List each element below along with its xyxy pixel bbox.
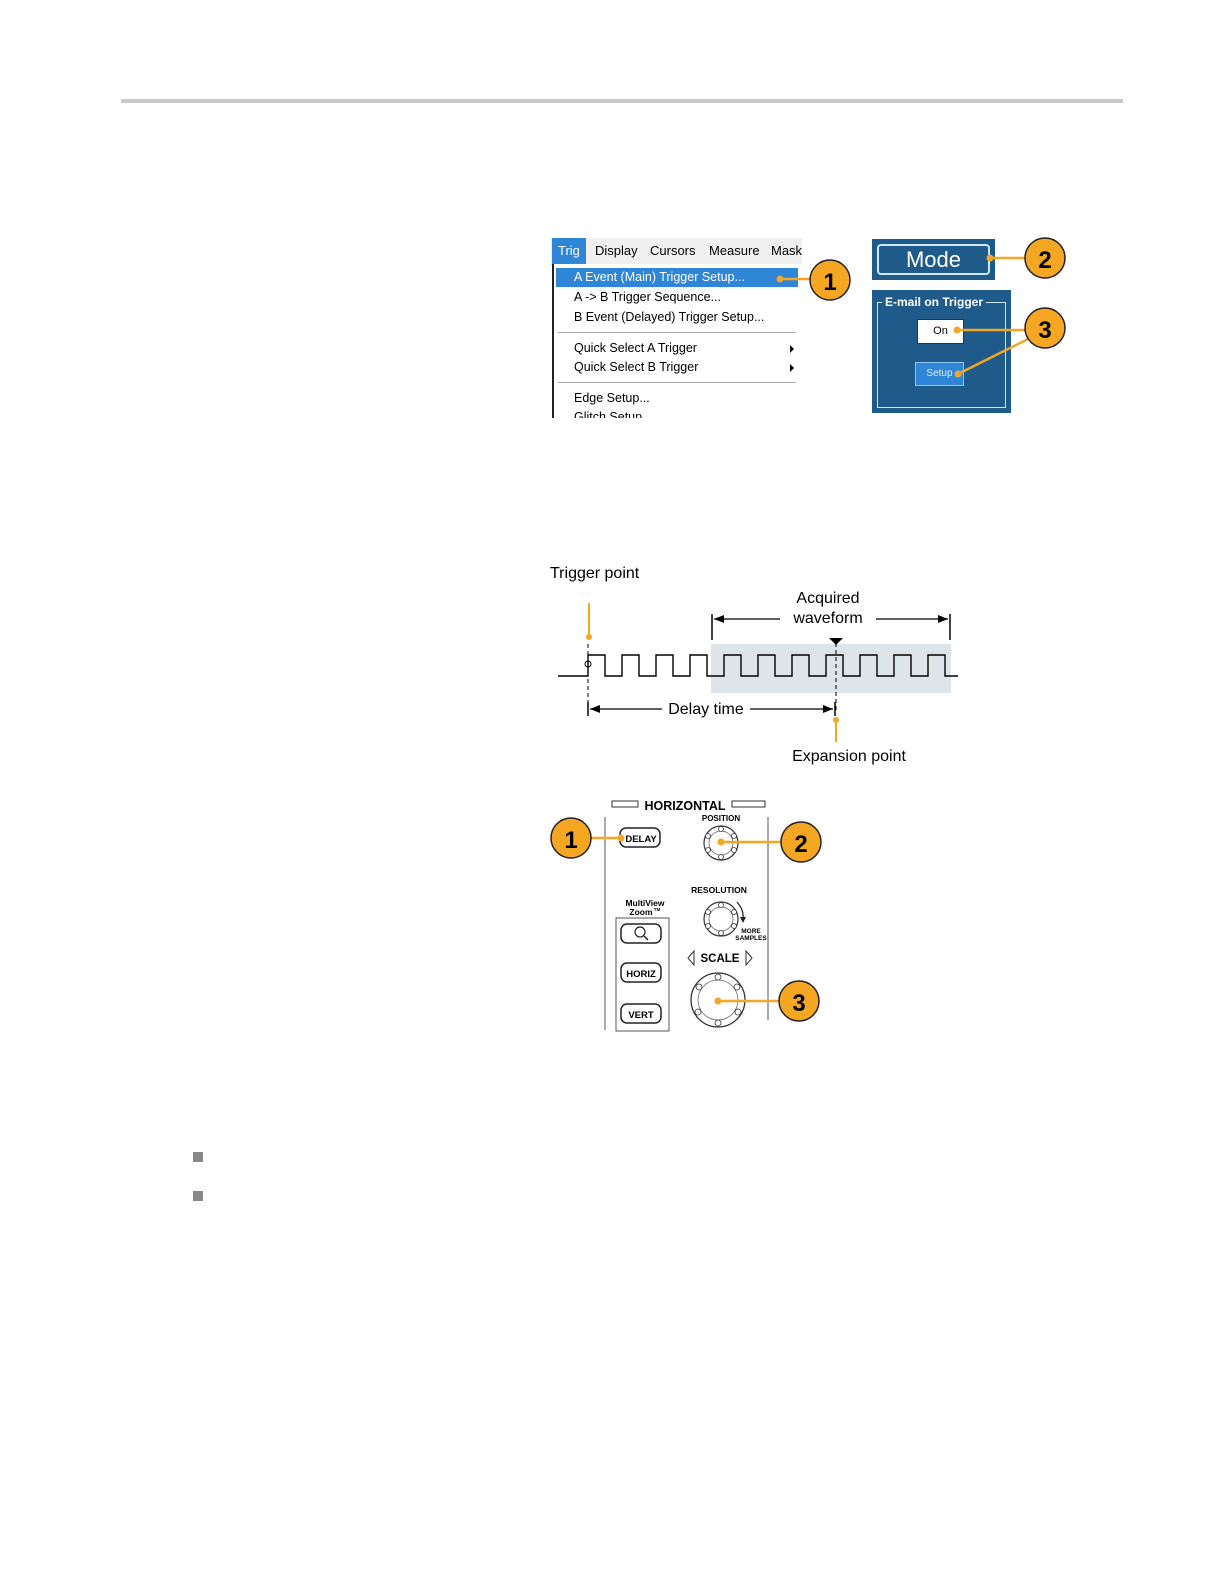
callout-number: 2 xyxy=(1038,247,1051,274)
header-rule xyxy=(121,99,1123,103)
acquired-label-line2: waveform xyxy=(792,610,862,627)
scale-right-arrow-icon xyxy=(745,949,753,967)
list-bullet xyxy=(193,1191,203,1201)
magnifier-icon xyxy=(634,926,646,938)
menu-cursors[interactable]: Cursors xyxy=(650,243,696,258)
multiview-frame xyxy=(615,917,670,1032)
menu-item-quick-select-a[interactable]: Quick Select A Trigger xyxy=(574,341,697,355)
timing-diagram: Trigger point Acquired waveform Delay ti… xyxy=(550,565,958,765)
trig-menu-screenshot: Trig Display Cursors Measure Mask A Even… xyxy=(551,238,802,418)
menu-item-a-event-setup[interactable]: A Event (Main) Trigger Setup... xyxy=(556,268,798,287)
callout-number: 1 xyxy=(823,269,836,296)
multiview-label: MultiView xyxy=(625,898,664,908)
callout-1-bottom: 1 xyxy=(550,817,625,859)
more-label: MORE xyxy=(741,928,761,935)
callout-number: 2 xyxy=(794,831,807,858)
menu-item-ab-sequence[interactable]: A -> B Trigger Sequence... xyxy=(574,290,721,304)
menu-trig[interactable]: Trig xyxy=(552,238,586,264)
menu-measure[interactable]: Measure xyxy=(709,243,760,258)
submenu-arrow-icon xyxy=(790,364,794,372)
delay-time-label: Delay time xyxy=(668,701,744,718)
callout-2-bottom: 2 xyxy=(717,821,822,863)
vert-key-label: VERT xyxy=(628,1010,654,1021)
menu-bar: Trig Display Cursors Measure Mask xyxy=(551,238,802,265)
menu-item-edge-setup[interactable]: Edge Setup... xyxy=(574,391,650,405)
scale-label: SCALE xyxy=(701,953,740,965)
callout-2-top: 2 xyxy=(986,237,1066,279)
zoom-tm-label: TM xyxy=(654,907,661,912)
callout-number: 3 xyxy=(792,990,805,1017)
acquired-region xyxy=(711,644,951,693)
horiz-key[interactable] xyxy=(620,962,662,983)
expansion-point-label: Expansion point xyxy=(792,748,906,765)
callout-1-top: 1 xyxy=(776,259,851,301)
zoom-key[interactable] xyxy=(620,923,662,944)
delay-key-label: DELAY xyxy=(625,834,657,845)
square-wave xyxy=(558,654,958,677)
vert-key[interactable] xyxy=(620,1003,662,1024)
submenu-arrow-icon xyxy=(790,345,794,353)
menu-separator xyxy=(558,382,796,383)
menu-item-b-event-setup[interactable]: B Event (Delayed) Trigger Setup... xyxy=(574,310,765,324)
callout-number: 1 xyxy=(564,827,577,854)
menu-separator xyxy=(558,332,796,333)
callout-3-top: 3 xyxy=(953,307,1066,378)
horiz-key-label: HORIZ xyxy=(626,969,656,980)
acquired-label-line1: Acquired xyxy=(796,590,859,607)
samples-label: SAMPLES xyxy=(735,935,767,942)
menu-display[interactable]: Display xyxy=(595,243,638,258)
mode-control: Mode xyxy=(872,239,995,280)
resolution-label: RESOLUTION xyxy=(691,885,747,895)
email-on-trigger-title: E-mail on Trigger xyxy=(882,295,987,309)
position-label: POSITION xyxy=(702,814,740,823)
menu-mask[interactable]: Mask xyxy=(771,243,802,258)
resolution-knob[interactable] xyxy=(703,901,739,937)
callout-number: 3 xyxy=(1038,317,1051,344)
email-on-trigger-panel: E-mail on Trigger On Setup xyxy=(872,290,1011,413)
callout-3-bottom: 3 xyxy=(714,980,820,1022)
trigger-point-label: Trigger point xyxy=(550,565,640,582)
menu-item-quick-select-b[interactable]: Quick Select B Trigger xyxy=(574,360,699,374)
clockwise-arrow-icon xyxy=(736,901,744,919)
menu-item-glitch-setup[interactable]: Glitch Setup... xyxy=(574,410,653,418)
trig-dropdown: A Event (Main) Trigger Setup... A -> B T… xyxy=(552,264,802,418)
horizontal-panel: HORIZONTAL DELAY POSITION RESOLUTION xyxy=(604,799,769,1032)
mode-button[interactable]: Mode xyxy=(877,244,990,275)
zoom-label: Zoom xyxy=(629,907,653,917)
scale-left-arrow-icon xyxy=(687,949,695,967)
list-bullet xyxy=(193,1152,203,1162)
horizontal-title: HORIZONTAL xyxy=(644,799,725,813)
